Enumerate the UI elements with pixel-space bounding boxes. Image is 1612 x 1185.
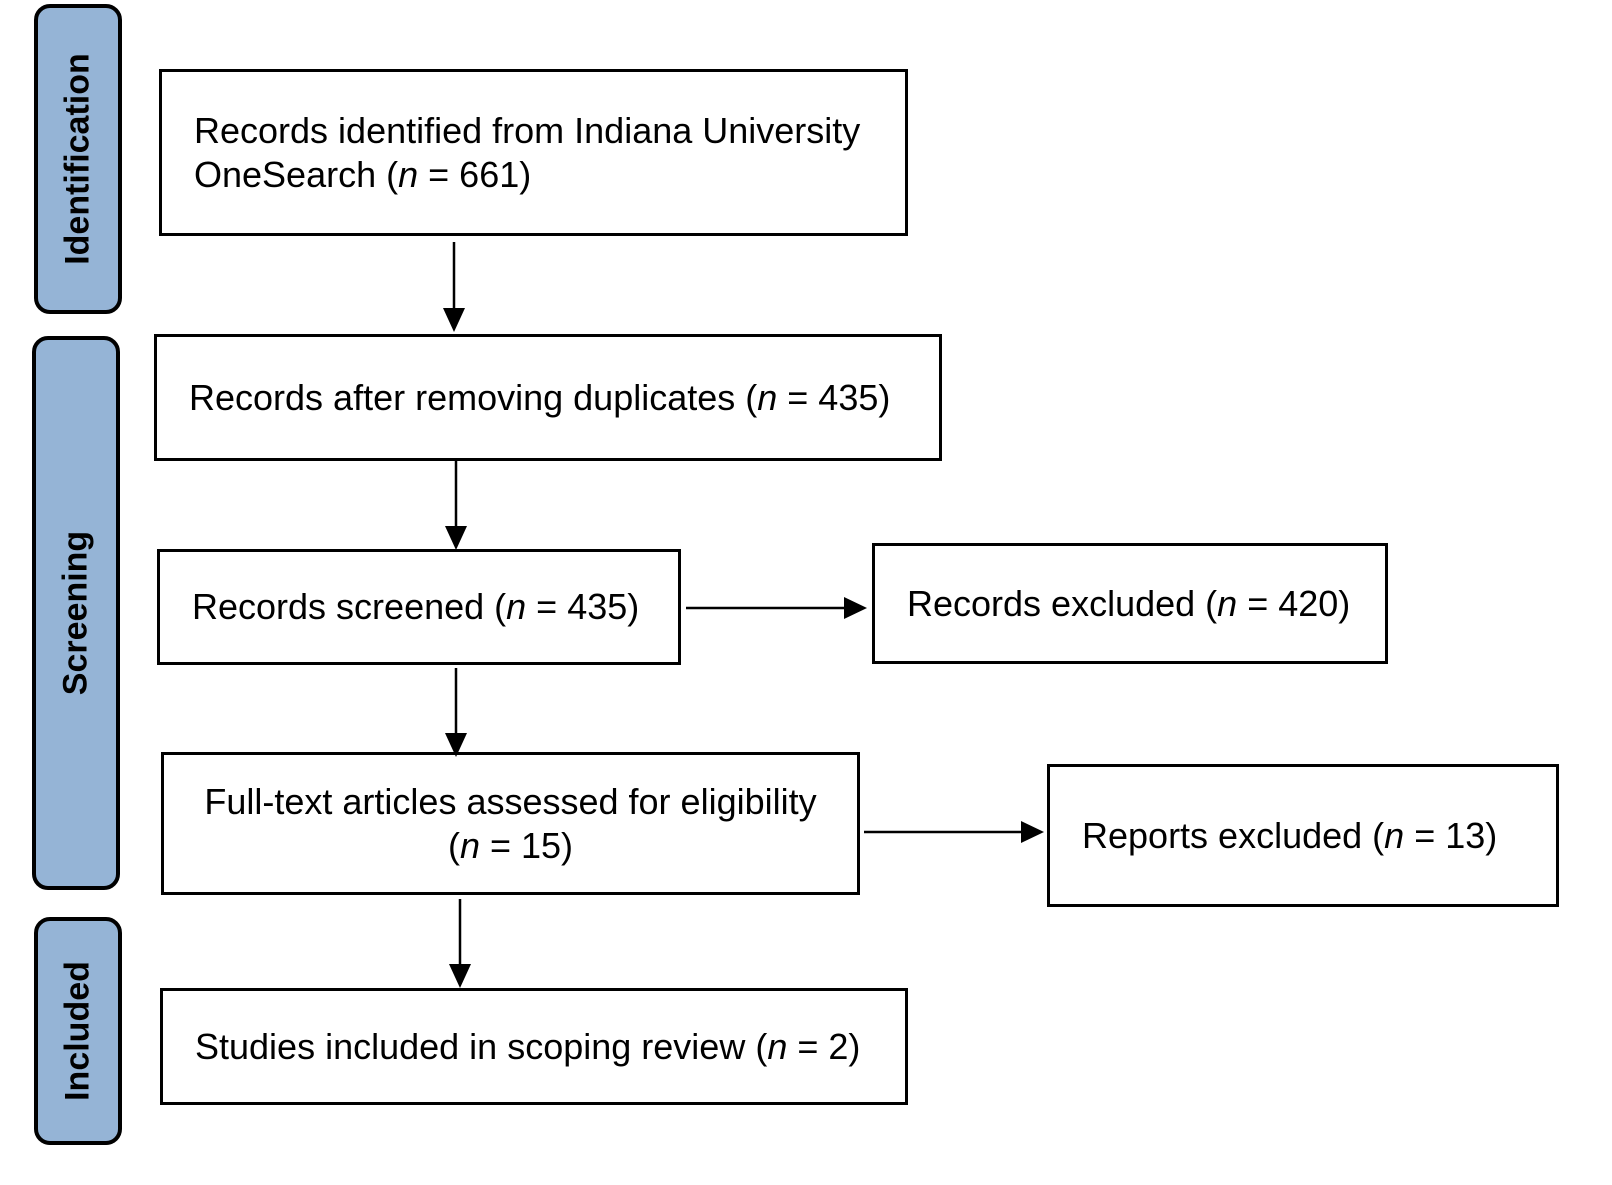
arrow-fulltext-to-included: [449, 899, 471, 988]
excluded-n: n: [1217, 582, 1238, 624]
screened-n: n: [506, 586, 527, 627]
arrow-screened-to-excluded: [686, 597, 867, 619]
screened-post: = 435): [526, 586, 640, 627]
box-full-text-articles: Full-text articles assessed for eligibil…: [161, 752, 860, 895]
arrow-identified-to-duplicates: [443, 242, 465, 332]
reports-excluded-n: n: [1384, 814, 1405, 856]
full-text-n: n: [459, 824, 480, 866]
full-text-line1: Full-text articles assessed for eligibil…: [204, 780, 817, 822]
phase-included: Included: [34, 917, 122, 1145]
arrow-fulltext-to-reports-excluded: [864, 821, 1044, 843]
records-identified-line1: Records identified from Indiana Universi…: [194, 109, 861, 151]
after-duplicates-n: n: [757, 376, 778, 418]
reports-excluded-post: = 13): [1404, 814, 1498, 856]
included-pre: Studies included in scoping review (: [195, 1025, 768, 1067]
box-records-excluded: Records excluded (n = 420): [872, 543, 1388, 664]
arrow-screened-to-fulltext: [445, 668, 467, 757]
full-text-line2-post: = 15): [479, 824, 574, 866]
phase-screening: Screening: [32, 336, 120, 890]
records-identified-n: n: [398, 153, 419, 195]
excluded-post: = 420): [1237, 582, 1351, 624]
phase-identification: Identification: [34, 4, 122, 314]
arrow-duplicates-to-screened: [445, 461, 467, 550]
box-records-screened: Records screened (n = 435): [157, 549, 681, 665]
after-duplicates-pre: Records after removing duplicates (: [189, 376, 758, 418]
excluded-pre: Records excluded (: [907, 582, 1218, 624]
reports-excluded-pre: Reports excluded (: [1082, 814, 1385, 856]
included-post: = 2): [787, 1025, 861, 1067]
box-reports-excluded: Reports excluded (n = 13): [1047, 764, 1559, 907]
box-records-identified: Records identified from Indiana Universi…: [159, 69, 908, 236]
screened-pre: Records screened (: [192, 586, 507, 627]
box-records-after-duplicates: Records after removing duplicates (n = 4…: [154, 334, 942, 461]
box-studies-included: Studies included in scoping review (n = …: [160, 988, 908, 1105]
after-duplicates-post: = 435): [777, 376, 891, 418]
records-identified-line2-post: = 661): [418, 153, 532, 195]
included-n: n: [767, 1025, 788, 1067]
records-identified-line2-pre: OneSearch (: [194, 153, 399, 195]
full-text-line2-pre: (: [447, 824, 460, 866]
